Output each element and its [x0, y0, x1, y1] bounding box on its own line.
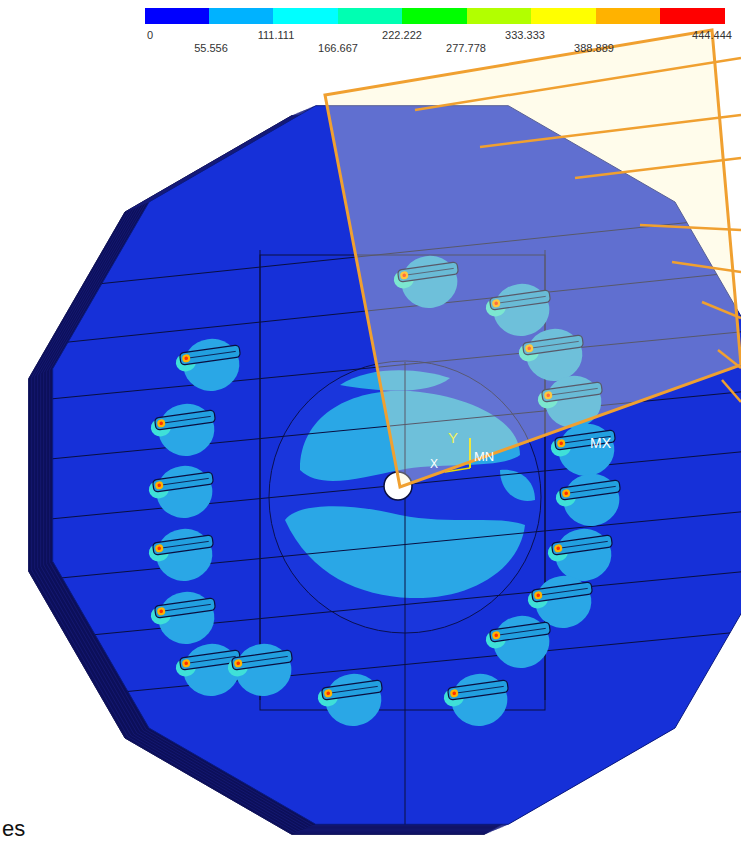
- scale-value: 166.667: [318, 43, 358, 54]
- max-marker: MX: [590, 436, 611, 450]
- axis-label: X: [430, 458, 438, 470]
- scale-value: 222.222: [382, 30, 422, 41]
- scale-value: 0: [147, 30, 153, 41]
- highlight-overlay: [325, 30, 741, 487]
- scale-value: 333.333: [505, 30, 545, 41]
- color-bar: [145, 8, 725, 24]
- scale-value: 55.556: [194, 43, 228, 54]
- scale-value: 111.111: [258, 30, 295, 41]
- scale-value: 277.778: [446, 43, 486, 54]
- axis-label: Y: [448, 430, 458, 445]
- scale-value: 388.889: [574, 43, 614, 54]
- min-marker: MN: [474, 450, 494, 463]
- scale-value: 444.444: [692, 30, 732, 41]
- cut-text: es: [2, 818, 25, 840]
